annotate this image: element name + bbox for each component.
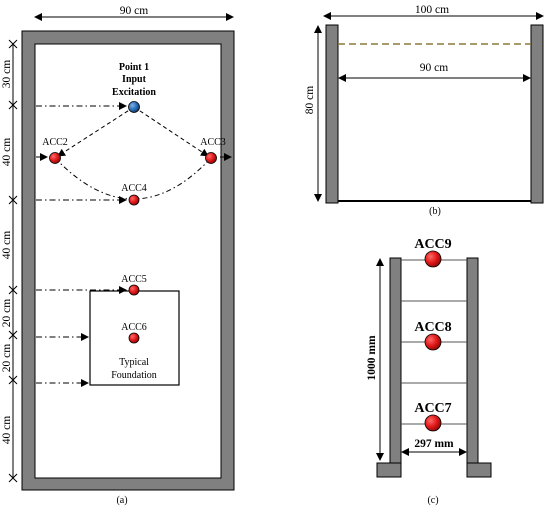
- dim-label-20cm-2: 20 cm: [1, 344, 13, 372]
- panel-b-right-wall: [530, 24, 544, 204]
- panel-c-right-footing: [466, 462, 492, 478]
- panel-a-dimension-ticks: [8, 39, 18, 483]
- panel-a-width-label: 90 cm: [120, 5, 148, 17]
- panel-b-left-wall: [325, 24, 339, 204]
- point1-label-line1: Point 1: [119, 62, 149, 73]
- panel-b-caption: (b): [429, 206, 441, 217]
- panel-c-right-column: [466, 257, 479, 465]
- acc5-label: ACC5: [121, 274, 147, 285]
- dim-label-40cm-1: 40 cm: [1, 138, 13, 166]
- sensor-acc3: [205, 152, 217, 164]
- acc8-label: ACC8: [414, 320, 451, 335]
- panel-c: 1000 mm 297 mm ACC9 ACC8 ACC7 (c): [366, 237, 492, 506]
- panel-a-leader-arrows: [36, 102, 232, 387]
- acc9-label: ACC9: [414, 237, 451, 252]
- panel-c-left-column: [389, 257, 402, 465]
- point1-label-line3: Excitation: [112, 87, 156, 98]
- panel-c-left-footing: [376, 462, 402, 478]
- input-excitation-point: [128, 101, 140, 113]
- point1-label-line2: Input: [122, 74, 147, 85]
- panel-b-outer-width-label: 100 cm: [415, 4, 449, 16]
- acc6-label: ACC6: [121, 322, 147, 333]
- foundation-label-line2: Foundation: [111, 370, 157, 381]
- sensor-acc5: [128, 284, 140, 296]
- sensor-acc9: [424, 250, 442, 268]
- sensor-acc4: [128, 194, 140, 206]
- dim-label-40cm-3: 40 cm: [1, 416, 13, 444]
- panel-b: 100 cm 90 cm 80 cm (b): [304, 4, 544, 217]
- dim-label-30cm: 30 cm: [1, 60, 13, 88]
- acc4-label: ACC4: [121, 183, 147, 194]
- panel-c-caption: (c): [427, 495, 438, 506]
- acc7-label: ACC7: [414, 401, 451, 416]
- sensor-acc2: [49, 152, 61, 164]
- panel-a-caption: (a): [116, 495, 127, 506]
- panel-a-input-paths: [57, 106, 209, 157]
- panel-c-width-label: 297 mm: [414, 438, 454, 450]
- dim-label-20cm-1: 20 cm: [1, 299, 13, 327]
- sensor-acc7: [424, 414, 442, 432]
- acc3-label: ACC3: [200, 137, 226, 148]
- dim-label-40cm-2: 40 cm: [1, 231, 13, 259]
- panel-c-height-label: 1000 mm: [366, 335, 378, 380]
- panel-a: 90 cm 30 cm 40 cm 40 cm 20 cm 20 cm 40 c…: [1, 5, 235, 506]
- panel-a-container-interior: [34, 43, 222, 479]
- acc2-label: ACC2: [42, 137, 68, 148]
- foundation-label-line1: Typical: [119, 357, 149, 368]
- panel-b-inner-width-label: 90 cm: [420, 62, 448, 74]
- sensor-acc8: [424, 333, 442, 351]
- panel-b-height-label: 80 cm: [304, 86, 316, 114]
- sensor-acc6: [128, 332, 140, 344]
